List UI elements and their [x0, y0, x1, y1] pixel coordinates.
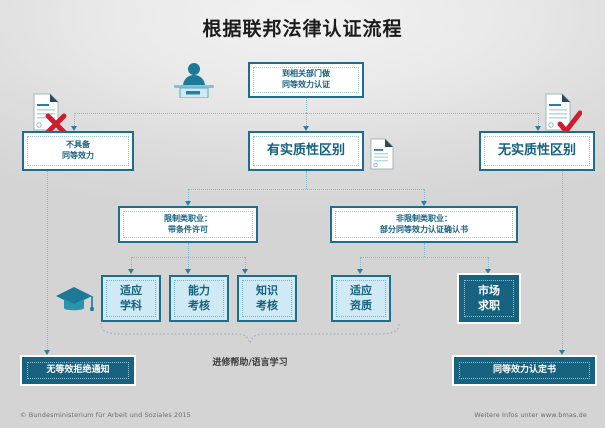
connector-to-material-diff — [306, 113, 307, 128]
footer-copyright: © Bundesministerium für Arbeit und Sozia… — [20, 411, 191, 419]
arrow-to-option-1 — [127, 269, 134, 274]
node-option-1-label: 适应 学科 — [120, 284, 142, 314]
node-option-3-line2: 考核 — [256, 298, 278, 312]
node-regulated-profession[interactable]: 限制类职业： 带条件许可 — [118, 206, 258, 243]
node-reject-notice[interactable]: 无等效拒绝通知 — [20, 355, 136, 386]
document-with-red-check-icon — [540, 92, 583, 134]
node-equivalence-certificate-label: 同等效力认定书 — [492, 365, 556, 376]
arrow-to-reject-notice — [43, 350, 50, 355]
arrow-to-unregulated — [420, 201, 427, 206]
node-option-3-line1: 知识 — [256, 283, 278, 297]
node-unregulated-line2: 部分同等效力认证确认书 — [380, 224, 468, 234]
arrow-to-option-4 — [356, 269, 363, 274]
node-unregulated-line1: 非限制类职业： — [396, 213, 452, 223]
node-start-label: 到相关部门做 同等效力认证 — [282, 69, 330, 91]
node-option-4-line2: 资质 — [350, 298, 372, 312]
connector-to-unregulated — [424, 189, 425, 203]
node-equivalence-certificate[interactable]: 同等效力认定书 — [452, 355, 597, 386]
connector-no-equiv-to-reject — [47, 171, 48, 352]
arrow-to-option-5 — [484, 269, 491, 274]
node-material-difference[interactable]: 有实质性区别 — [248, 131, 364, 171]
arrow-to-no-equiv — [70, 126, 77, 131]
document-icon — [369, 138, 395, 170]
connector-unregulated-down — [424, 243, 425, 257]
node-option-2[interactable]: 能力 考核 — [169, 275, 229, 322]
support-brace — [95, 321, 405, 347]
node-reject-notice-label: 无等效拒绝通知 — [46, 365, 110, 376]
node-option-2-label: 能力 考核 — [188, 284, 210, 314]
connector-to-no-material-diff — [538, 113, 539, 128]
node-option-2-line2: 考核 — [188, 298, 210, 312]
arrow-to-no-material-diff — [534, 126, 541, 131]
node-option-1-line1: 适应 — [120, 283, 142, 297]
connector-to-regulated — [188, 189, 189, 203]
connector-unregulated-bus — [360, 257, 488, 258]
connector-regulated-down — [188, 243, 189, 257]
person-at-desk-icon — [170, 62, 218, 99]
node-regulated-profession-label: 限制类职业： 带条件许可 — [164, 214, 212, 236]
node-unregulated-profession[interactable]: 非限制类职业： 部分同等效力认证确认书 — [330, 206, 518, 243]
arrow-to-option-2 — [184, 269, 191, 274]
node-regulated-line1: 限制类职业： — [164, 213, 212, 223]
graduation-cap-icon — [54, 285, 94, 317]
connector-unreg-branch-1 — [360, 257, 361, 271]
node-no-equivalence[interactable]: 不具备 同等效力 — [22, 131, 134, 171]
node-unregulated-profession-label: 非限制类职业： 部分同等效力认证确认书 — [380, 214, 468, 236]
node-option-4-line1: 适应 — [350, 283, 372, 297]
node-regulated-line2: 带条件许可 — [168, 224, 208, 234]
node-option-5-line1: 市场 — [478, 283, 500, 297]
connector-professions-bus — [188, 189, 424, 190]
node-start-line1: 到相关部门做 — [282, 69, 330, 79]
document-with-red-x-icon — [28, 92, 68, 135]
node-start[interactable]: 到相关部门做 同等效力认证 — [248, 62, 364, 98]
node-option-4[interactable]: 适应 资质 — [331, 275, 391, 322]
node-no-equivalence-line2: 同等效力 — [62, 151, 94, 160]
node-material-difference-label: 有实质性区别 — [266, 143, 345, 159]
footer-info-link: Weitere Infos unter www.bmas.de — [474, 411, 587, 419]
connector-start-down — [306, 98, 307, 113]
node-option-2-line1: 能力 — [188, 283, 210, 297]
node-option-5-line2: 求职 — [478, 298, 500, 312]
arrow-to-option-3 — [241, 269, 248, 274]
node-option-5-label: 市场 求职 — [478, 284, 500, 314]
arrow-to-regulated — [184, 201, 191, 206]
node-option-4-label: 适应 资质 — [350, 284, 372, 314]
node-option-1[interactable]: 适应 学科 — [101, 275, 161, 322]
connector-no-material-to-cert — [562, 171, 563, 352]
node-no-material-difference[interactable]: 无实质性区别 — [479, 131, 595, 171]
support-label: 进修帮助/语言学习 — [212, 358, 288, 368]
node-option-1-line2: 学科 — [120, 298, 142, 312]
connector-reg-branch-3 — [245, 257, 246, 271]
arrow-to-equivalence-cert — [558, 350, 565, 355]
connector-material-down — [306, 171, 307, 189]
page-title: 根据联邦法律认证流程 — [202, 18, 403, 40]
arrow-to-material-diff — [302, 126, 309, 131]
connector-reg-branch-1 — [131, 257, 132, 271]
node-option-3[interactable]: 知识 考核 — [237, 275, 297, 322]
node-no-equivalence-line1: 不具备 — [66, 140, 90, 150]
connector-to-no-equiv — [74, 113, 75, 128]
node-no-material-difference-label: 无实质性区别 — [497, 143, 576, 159]
connector-reg-branch-2 — [188, 257, 189, 271]
node-option-3-label: 知识 考核 — [256, 284, 278, 314]
node-option-5[interactable]: 市场 求职 — [457, 273, 521, 324]
node-start-line2: 同等效力认证 — [282, 80, 330, 89]
connector-unreg-branch-2 — [488, 257, 489, 271]
node-no-equivalence-label: 不具备 同等效力 — [62, 140, 94, 162]
